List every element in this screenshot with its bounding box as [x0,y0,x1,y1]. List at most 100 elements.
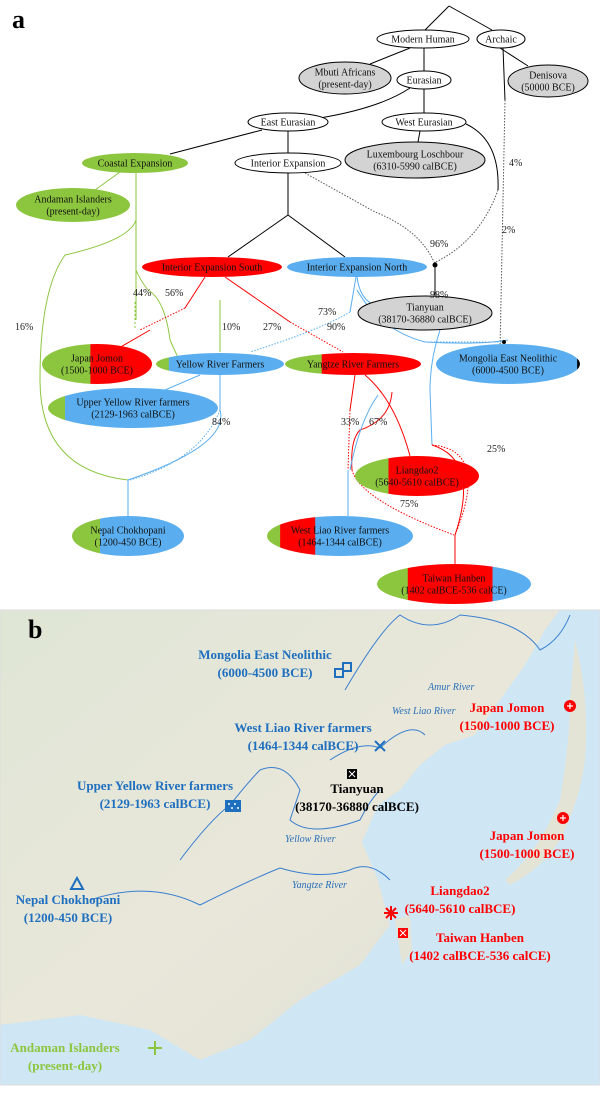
node-tianyuan: Tianyuan(38170-36880 calBCE) [357,295,493,331]
node-fill-segment [16,188,130,222]
site-label: (1500-1000 BCE) [460,718,555,733]
admixture-percentages: 4%96%2%44%56%16%10%27%73%90%98%84%33%67%… [15,158,522,510]
node-label: Yellow River Farmers [176,360,265,371]
node-outline [507,64,589,98]
site-label: Taiwan Hanben [436,930,525,945]
node-label: Modern Human [391,35,455,46]
node-label: (1402 calBCE-536 calCE) [401,586,507,597]
percentage-label: 16% [15,322,33,333]
node-fill-segment [377,30,469,48]
node-label: (6000-4500 BCE) [472,366,544,377]
site-label: Nepal Chokhopani [16,892,121,907]
node-west: West Eurasian [381,112,467,132]
node-modern: Modern Human [376,29,470,49]
node-label: West Liao River farmers [291,526,389,537]
map-sea [0,610,600,1085]
node-label: Interior Expansion [251,159,326,170]
node-fill-segment [492,564,531,604]
node-label: Japan Jomon [71,354,123,365]
percentage-label: 33% [341,417,359,428]
node-hanben: Taiwan Hanben(1402 calBCE-536 calCE) [377,564,531,604]
site-label: Japan Jomon [490,828,566,843]
cross-x-marker-icon [374,740,386,752]
site-andaman: Andaman Islanders (present-day) [10,1040,162,1073]
node-label: (1464-1344 calBCE) [298,538,382,549]
node-label: Denisova [529,71,567,82]
percentage-label: 10% [222,322,240,333]
rivers [89,614,571,906]
percentage-label: 90% [327,322,345,333]
node-fill-segment [508,65,588,97]
node-label: Interior Expansion South [162,263,263,274]
node-fill-segment [477,30,525,48]
map-frame [0,609,600,1086]
site-label: Liangdao2 [430,883,489,898]
node-fill-segment [280,516,316,556]
percentage-label: 75% [400,499,418,510]
node-label: Coastal Expansion [98,159,173,170]
node-fill-segment [156,353,170,375]
percentage-label: 4% [509,158,522,169]
node-nepal: Nepal Chokhopani(1200-450 BCE) [72,516,184,556]
node-outline [344,141,486,179]
node-liangdao: Liangdao2(5640-5610 calBCE) [355,456,479,496]
node-coastal: Coastal Expansion [82,153,188,173]
site-nepal: Nepal Chokhopani(1200-450 BCE) [16,875,121,925]
site-mongolia: Mongolia East Neolithic(6000-4500 BCE) [198,647,352,680]
node-andaman: Andaman Islanders(present-day) [16,188,130,222]
site-label: (5640-5610 calBCE) [405,901,516,916]
node-label: Archaic [485,35,517,46]
node-eurasian: Eurasian [396,70,452,90]
node-fill-segment [82,153,188,173]
node-fill-segment [345,142,485,178]
node-outline [298,61,392,95]
node-fill-segment [168,353,284,375]
checker-square-marker-icon [347,769,357,779]
node-outline [381,112,467,132]
node-label: (38170-36880 calBCE) [378,315,472,326]
triangle-marker-icon [69,875,85,890]
node-outline [476,29,526,49]
percentage-label: 25% [487,444,505,455]
node-outline [376,29,470,49]
node-fill-segment [377,564,409,604]
node-label: East Eurasian [261,118,316,129]
node-label: (1500-1000 BCE) [61,366,133,377]
site-jomon2: Japan Jomon(1500-1000 BCE) [480,812,574,861]
node-lux: Luxembourg Loschbour(6310-5990 calBCE) [344,141,486,179]
node-outline [234,152,342,174]
node-fill-segment [248,113,328,131]
site-label: Andaman Islanders [10,1040,119,1055]
site-label: (1402 calBCE-536 calCE) [409,948,551,963]
node-label: Nepal Chokhopani [90,526,165,537]
site-label: (present-day) [28,1058,102,1073]
percentage-label: 56% [165,288,183,299]
node-label: West Eurasian [395,118,452,129]
site-label: Mongolia East Neolithic [198,647,332,662]
node-label: Interior Expansion North [307,263,408,274]
dotted-square-marker-icon [225,800,241,812]
river-label-yangtze: Yangtze River [292,880,347,891]
node-label: Liangdao2 [396,466,439,477]
river-label-yellow: Yellow River [285,834,336,845]
site-label: (38170-36880 calBCE) [295,799,419,814]
percentage-label: 44% [133,288,151,299]
node-fill-segment [355,456,389,496]
node-outline [357,295,493,331]
node-outline [396,70,452,90]
circle-cross-marker-icon [557,812,569,824]
node-east: East Eurasian [247,112,329,132]
node-fill-segment [235,153,341,173]
node-fill-segment [407,564,493,604]
river-label-west-liao: West Liao River [392,706,456,717]
site-label: Upper Yellow River farmers [77,778,233,793]
panel-b-label: b [28,615,42,644]
node-fill-segment [577,344,580,384]
node-label: (2129-1963 calBCE) [91,410,175,421]
site-label: (2129-1963 calBCE) [100,796,211,811]
node-label: Luxembourg Loschbour [367,150,464,161]
asterisk-marker-icon [384,906,398,920]
node-yellow: Yellow River Farmers [156,353,284,375]
